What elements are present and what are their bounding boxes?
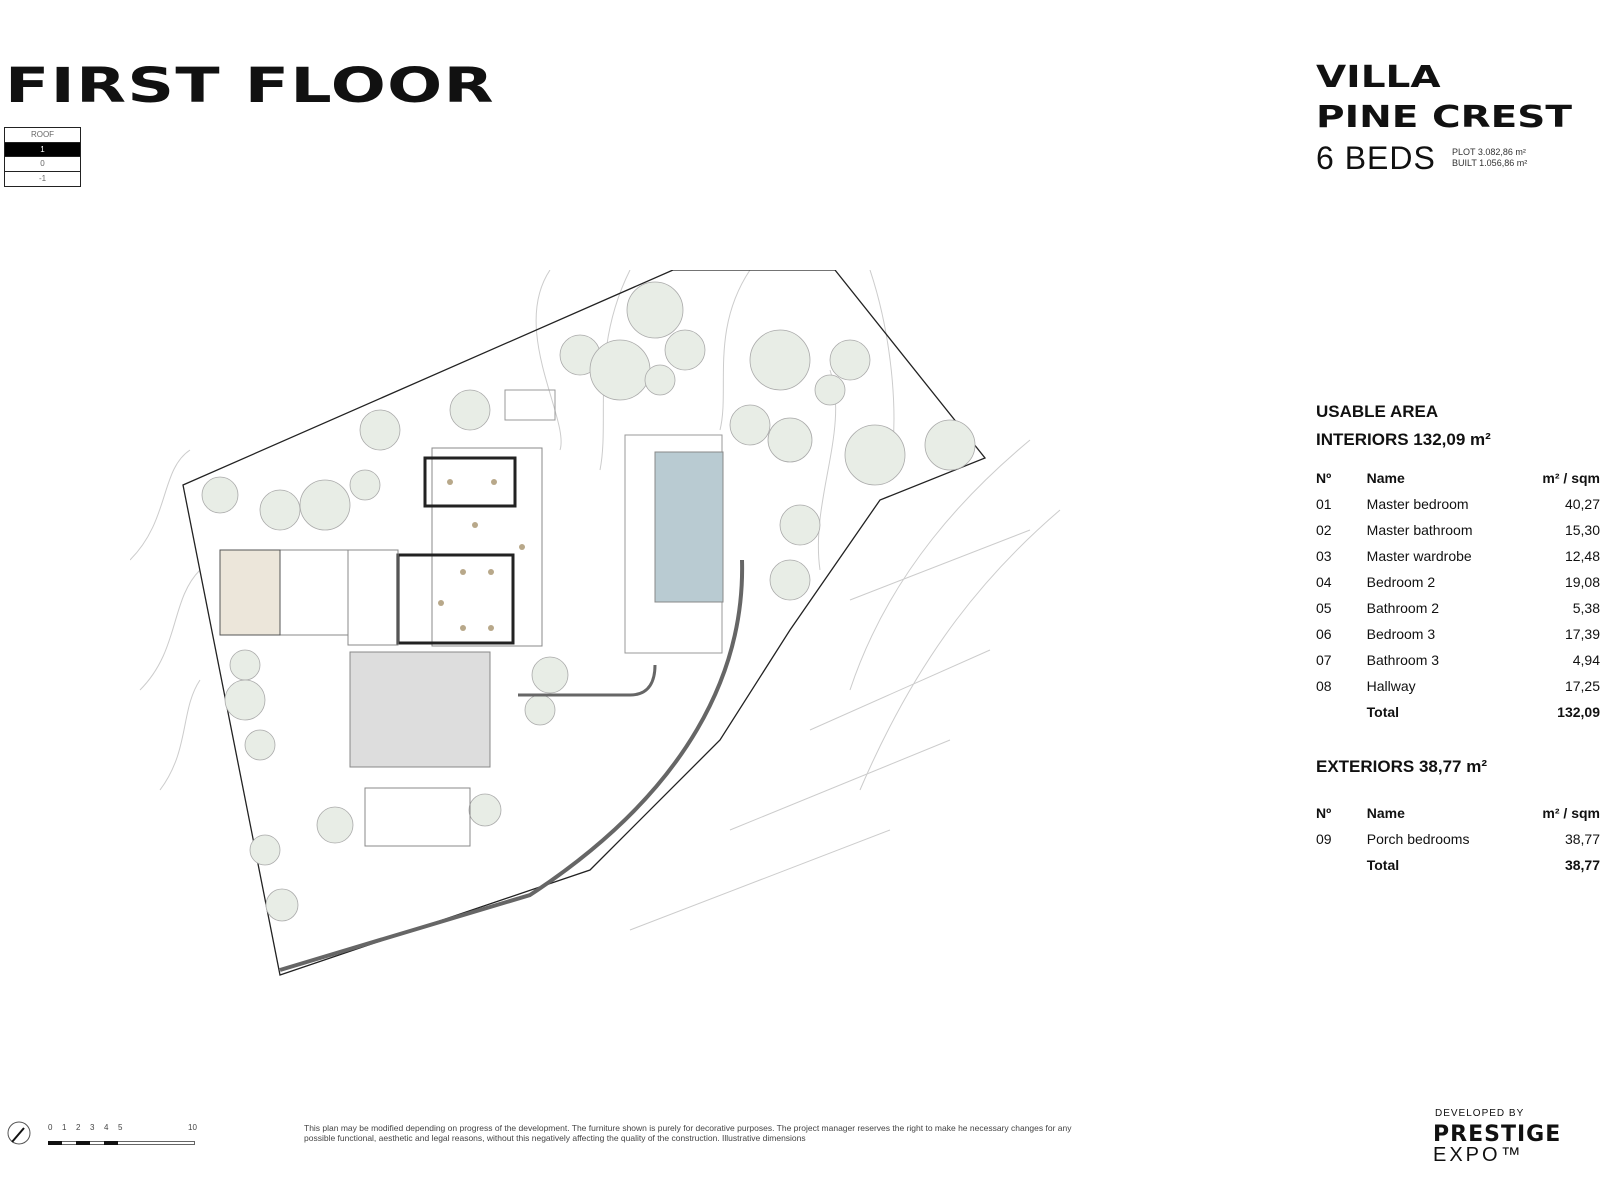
built-area: BUILT 1.056,86 m² [1452,158,1528,168]
table-row: 08 Hallway 17,25 [1316,673,1600,699]
total-row: Total 132,09 [1316,699,1600,725]
room-area: 5,38 [1572,600,1600,616]
room-name: Bathroom 2 [1366,600,1440,616]
col-number: Nº [1316,470,1332,486]
col-number: Nº [1316,805,1332,821]
total-value: 38,77 [1564,857,1600,873]
scale-label: 2 [76,1123,81,1132]
room-number: 05 [1316,600,1332,616]
room-number: 09 [1316,831,1332,847]
developed-by: DEVELOPED BY [1435,1108,1525,1119]
property-name: VILLA PINE CREST [1316,58,1572,138]
table-row: 04 Bedroom 2 19,08 [1316,569,1600,595]
room-name: Master bedroom [1366,496,1469,512]
north-arrow-icon [7,1121,31,1145]
table-row: 09 Porch bedrooms 38,77 [1316,826,1600,852]
scale-label: 10 [188,1123,197,1132]
exteriors-title: EXTERIORS 38,77 m² [1316,757,1488,776]
room-number: 07 [1316,652,1332,668]
trees [201,281,976,922]
scale-label: 1 [62,1123,67,1132]
room-name: Bedroom 3 [1366,626,1436,642]
developer-logo-sub: EXPO™ [1433,1144,1524,1166]
col-name: Name [1366,470,1405,486]
table-row: 05 Bathroom 2 5,38 [1316,595,1600,621]
scale-label: 5 [118,1123,123,1132]
first-floor-building [431,447,543,647]
room-number: 08 [1316,678,1332,694]
room-name: Master bathroom [1366,522,1473,538]
room-number: 06 [1316,626,1332,642]
table-header: Nº Name m² / sqm [1316,465,1600,491]
total-label: Total [1366,704,1400,720]
beds-count: 6 BEDS [1316,140,1436,176]
room-name: Porch bedrooms [1366,831,1470,847]
exteriors-table: Nº Name m² / sqm 09 Porch bedrooms 38,77 Tot… [1316,800,1600,878]
developer-logo: PRESTIGE [1433,1122,1562,1147]
interiors-title: INTERIORS 132,09 m² [1316,430,1491,449]
col-area: m² / sqm [1542,805,1600,821]
page-title: FIRST FLOOR [5,58,495,114]
col-name: Name [1366,805,1405,821]
name-line-2: PINE CREST [1316,100,1572,135]
usable-area-title: USABLE AREA [1316,402,1439,421]
plot-boundary [182,270,987,976]
level-minus-1[interactable]: -1 [38,173,47,183]
level-1[interactable]: 1 [5,142,80,157]
table-row: 07 Bathroom 3 4,94 [1316,647,1600,673]
table-row: 03 Master wardrobe 12,48 [1316,543,1600,569]
room-area: 17,25 [1564,678,1600,694]
room-area: 19,08 [1564,574,1600,590]
total-label: Total [1366,857,1400,873]
name-line-1: VILLA [1316,60,1441,95]
scale-label: 4 [104,1123,109,1132]
room-area: 15,30 [1564,522,1600,538]
table-header: Nº Name m² / sqm [1316,800,1600,826]
site-plan [130,270,1061,976]
room-number: 02 [1316,522,1332,538]
room-area: 4,94 [1572,652,1600,668]
room-area: 38,77 [1564,831,1600,847]
table-row: 02 Master bathroom 15,30 [1316,517,1600,543]
room-area: 12,48 [1564,548,1600,564]
pool [654,451,724,603]
room-name: Bathroom 3 [1366,652,1440,668]
path [518,664,657,697]
total-row: Total 38,77 [1316,852,1600,878]
plot-area: PLOT 3.082,86 m² [1452,147,1526,157]
level-0[interactable]: 0 [5,157,80,172]
level-roof[interactable]: ROOF [5,128,80,143]
scale-label: 3 [90,1123,95,1132]
driveway [279,559,745,972]
room-area: 40,27 [1564,496,1600,512]
scale-label: 0 [48,1123,53,1132]
total-value: 132,09 [1557,704,1600,720]
table-row: 01 Master bedroom 40,27 [1316,491,1600,517]
room-name: Master wardrobe [1366,548,1472,564]
room-number: 03 [1316,548,1332,564]
room-number: 04 [1316,574,1332,590]
roof-gravel [349,651,491,768]
room-area: 17,39 [1564,626,1600,642]
disclaimer: This plan may be modified depending on p… [304,1123,1072,1143]
col-area: m² / sqm [1542,470,1600,486]
table-row: 06 Bedroom 3 17,39 [1316,621,1600,647]
room-name: Bedroom 2 [1366,574,1436,590]
pergola [219,549,281,636]
room-name: Hallway [1366,678,1416,694]
level-selector: ROOF 1 0 -1 [4,127,81,187]
room-number: 01 [1316,496,1332,512]
